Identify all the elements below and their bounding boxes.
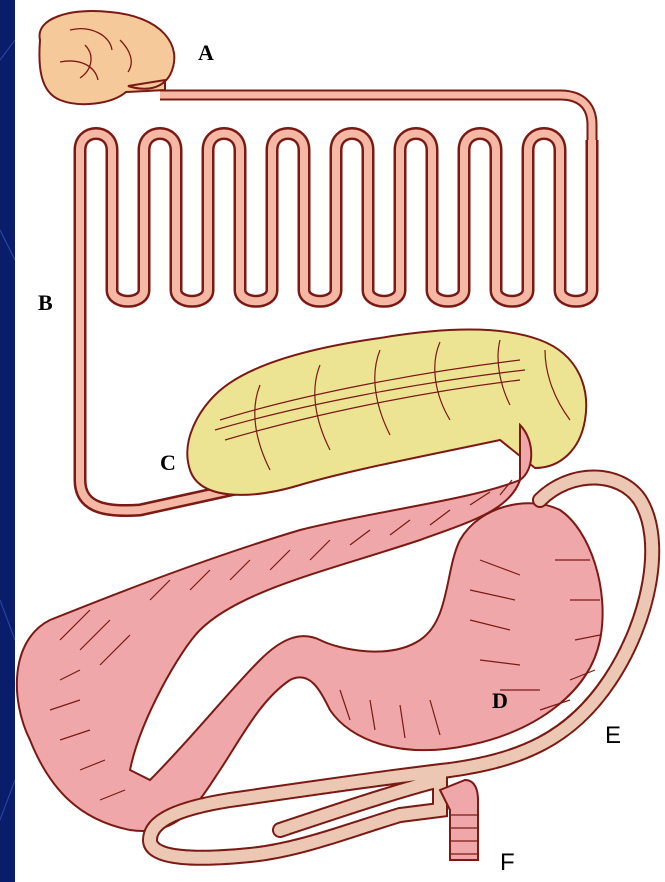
stomach <box>39 11 174 104</box>
label-f: F <box>500 849 515 876</box>
label-d: D <box>492 688 508 713</box>
label-e: E <box>605 722 621 749</box>
label-b: B <box>38 290 53 315</box>
anus-segment <box>440 780 478 860</box>
label-c: C <box>160 450 176 475</box>
colon <box>17 425 603 831</box>
label-a: A <box>198 40 214 65</box>
